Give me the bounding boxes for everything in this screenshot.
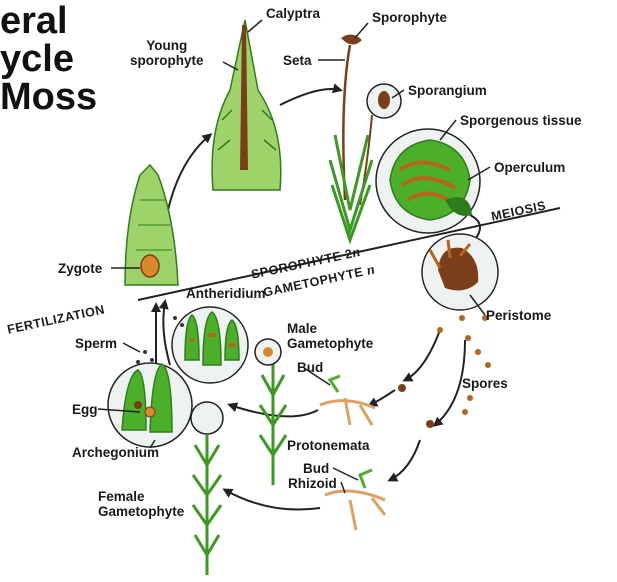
arrow-zygote-to-young-sporophyte [168, 135, 210, 210]
label-bud-lower: Bud [303, 461, 329, 476]
label-antheridium: Antheridium [186, 286, 266, 301]
label-spores: Spores [462, 376, 508, 391]
antheridium-inset [172, 307, 248, 383]
label-peristome: Peristome [486, 308, 551, 323]
label-sporgenous-tissue: Sporgenous tissue [460, 113, 582, 128]
label-rhizoid: Rhizoid [288, 476, 337, 491]
zygote-plant [125, 165, 178, 285]
label-seta: Seta [283, 53, 312, 68]
arrow-peristome-to-spores-upper [405, 330, 440, 380]
label-calyptra: Calyptra [266, 6, 320, 21]
label-sporophyte: Sporophyte [372, 10, 447, 25]
protonema-upper [320, 376, 406, 425]
arrow-spores-to-protonema-upper [370, 390, 395, 405]
label-young-sporophyte: Young sporophyte [130, 38, 204, 68]
title-line-1: eral [0, 2, 97, 40]
title-line-3: Moss [0, 78, 97, 116]
arrow-antheridium-sperm [163, 302, 170, 365]
peristome-inset [422, 234, 498, 310]
label-female-gametophyte: Female Gametophyte [98, 489, 184, 519]
egg-cell [145, 407, 155, 417]
label-zygote: Zygote [58, 261, 102, 276]
label-sporangium: Sporangium [408, 83, 487, 98]
label-sperm: Sperm [75, 336, 117, 351]
archegonium-inset [108, 363, 192, 447]
label-operculum: Operculum [494, 160, 565, 175]
diagram-title: eralycleMoss [0, 2, 97, 116]
zygote-cell [141, 255, 159, 277]
label-protonemata: Protonemata [287, 438, 370, 453]
male-gametophyte-plant [255, 339, 286, 485]
arrow-protonema-to-female-gametophyte [225, 490, 320, 510]
label-archegonium: Archegonium [72, 445, 159, 460]
label-bud-upper: Bud [297, 360, 323, 375]
sporangium-cross-section [376, 129, 480, 233]
arrow-spores-to-protonema-lower [390, 440, 420, 480]
arrow-peristome-to-spores-lower [435, 340, 465, 425]
young-sporophyte-plant [212, 20, 281, 190]
female-tip-inset [191, 402, 223, 434]
arrow-young-to-mature-sporophyte [280, 89, 340, 105]
female-gametophyte-plant [191, 402, 223, 575]
label-male-gametophyte: Male Gametophyte [287, 321, 373, 351]
protonema-lower [325, 420, 434, 530]
title-line-2: ycle [0, 40, 97, 78]
mature-sporophyte-plant [330, 34, 372, 240]
sporophyte-capsule [341, 34, 362, 44]
label-egg: Egg [72, 402, 98, 417]
